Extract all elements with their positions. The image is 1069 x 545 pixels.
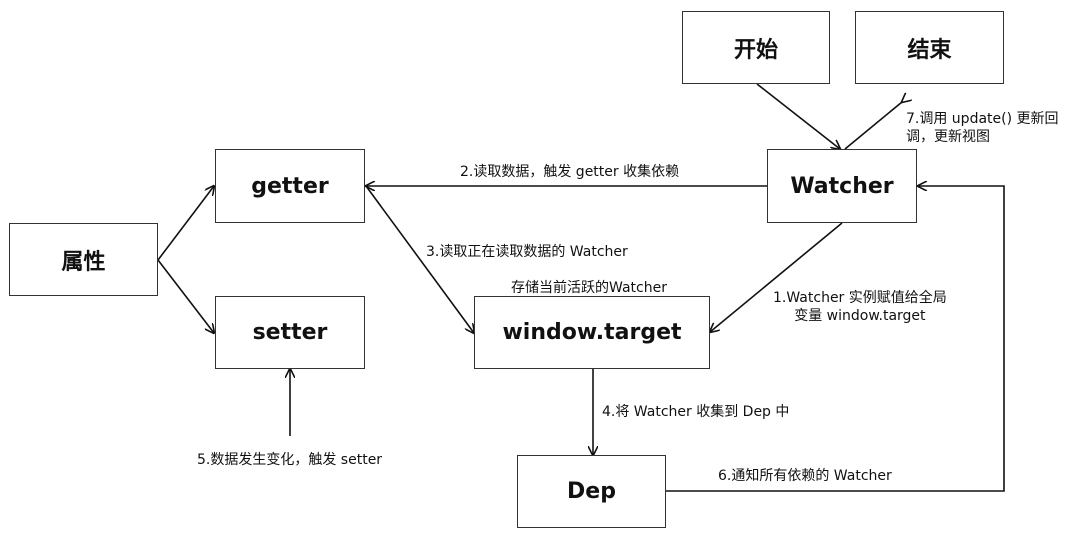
window-target-box: window.target <box>474 296 710 369</box>
property-box: 属性 <box>9 223 158 296</box>
getter-box: getter <box>215 149 365 223</box>
setter-box: setter <box>215 296 365 369</box>
dep-label: Dep <box>567 479 616 504</box>
target-caption: 存储当前活跃的Watcher <box>511 280 667 296</box>
arrow-end-to-watcher <box>844 102 902 150</box>
step2-label: 2.读取数据，触发 getter 收集依赖 <box>460 164 680 180</box>
step7-label: 7.调用 update() 更新回 调，更新视图 <box>906 110 1059 146</box>
step1-line2: 变量 window.target <box>794 308 926 324</box>
step4-label: 4.将 Watcher 收集到 Dep 中 <box>602 404 790 420</box>
arrow-getter-to-target <box>365 185 474 333</box>
arrow-start-to-watcher <box>756 83 840 149</box>
window-target-label: window.target <box>502 320 682 345</box>
end-box: 结束 <box>855 11 1004 84</box>
watcher-box: Watcher <box>767 149 917 223</box>
step7-line1: 7.调用 update() 更新回 <box>906 111 1059 127</box>
step6-label: 6.通知所有依赖的 Watcher <box>718 468 892 484</box>
step3-label: 3.读取正在读取数据的 Watcher <box>426 244 628 260</box>
step1-line1: 1.Watcher 实例赋值给全局 <box>773 290 947 306</box>
dep-box: Dep <box>517 455 666 528</box>
step5-label: 5.数据发生变化，触发 setter <box>197 452 383 468</box>
start-label: 开始 <box>733 37 778 63</box>
watcher-label: Watcher <box>790 173 894 199</box>
arrow-property-to-getter <box>157 186 214 261</box>
end-label: 结束 <box>907 37 952 63</box>
arrow-watcher-to-target <box>710 222 843 332</box>
setter-label: setter <box>252 320 328 345</box>
step7-line2: 调，更新视图 <box>906 129 990 145</box>
getter-label: getter <box>251 173 329 199</box>
arrow-property-to-setter <box>157 259 214 333</box>
property-label: 属性 <box>61 249 106 275</box>
step1-label: 1.Watcher 实例赋值给全局 变量 window.target <box>773 289 947 325</box>
arrow-dep-to-watcher <box>666 186 1005 492</box>
start-box: 开始 <box>682 11 830 84</box>
